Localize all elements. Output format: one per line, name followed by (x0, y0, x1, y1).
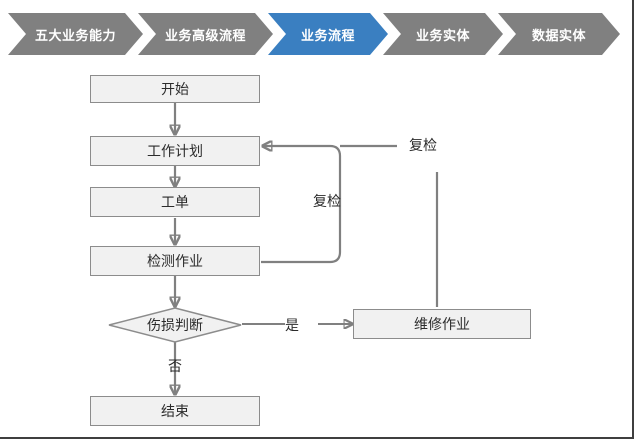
node-decision-label: 伤损判断 (147, 317, 203, 333)
breadcrumb-item-1[interactable]: 五大业务能力 (8, 13, 143, 55)
edge-label-yes: 是 (285, 317, 299, 333)
node-decision[interactable]: 伤损判断 (108, 307, 242, 343)
node-inspection[interactable]: 检测作业 (90, 246, 260, 276)
node-end-label: 结束 (161, 403, 189, 419)
node-work-plan-label: 工作计划 (147, 143, 203, 159)
diamond-shape-icon (108, 307, 242, 343)
breadcrumb-item-3-label: 业务流程 (300, 27, 355, 43)
node-start-label: 开始 (161, 81, 189, 97)
breadcrumb-item-3[interactable]: 业务流程 (268, 13, 388, 55)
edge-label-recheck-inner: 复检 (313, 193, 341, 209)
breadcrumb-item-4-label: 业务实体 (415, 27, 470, 43)
node-work-order[interactable]: 工单 (90, 187, 260, 217)
breadcrumb-item-5[interactable]: 数据实体 (498, 13, 620, 55)
breadcrumb-item-2[interactable]: 业务高级流程 (138, 13, 273, 55)
edge-inspection-workplan-recheck (261, 146, 342, 264)
breadcrumb-item-5-label: 数据实体 (531, 27, 586, 43)
node-inspection-label: 检测作业 (147, 253, 203, 269)
node-end[interactable]: 结束 (90, 396, 260, 426)
breadcrumb-item-4[interactable]: 业务实体 (383, 13, 503, 55)
breadcrumb-item-2-label: 业务高级流程 (164, 27, 246, 43)
breadcrumb: 五大业务能力 业务高级流程 业务流程 业务实体 数据实体 (0, 13, 634, 55)
edge-label-recheck-outer: 复检 (409, 137, 437, 153)
breadcrumb-item-1-label: 五大业务能力 (34, 27, 116, 43)
node-repair-label: 维修作业 (414, 316, 470, 332)
edge-label-no: 否 (168, 358, 182, 374)
node-work-plan[interactable]: 工作计划 (90, 136, 260, 166)
node-start[interactable]: 开始 (90, 75, 260, 103)
node-repair[interactable]: 维修作业 (353, 309, 531, 339)
node-work-order-label: 工单 (161, 194, 189, 210)
